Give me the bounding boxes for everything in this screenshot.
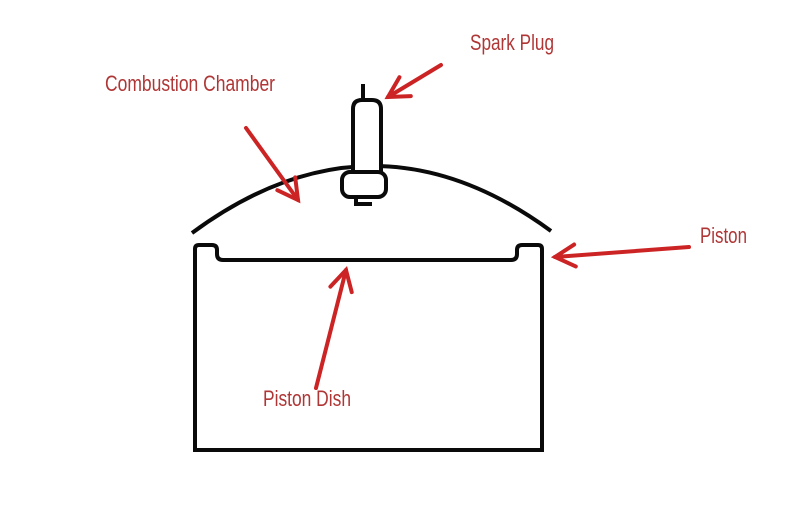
spark-plug-label: Spark Plug bbox=[470, 30, 554, 55]
spark-plug-electrode bbox=[354, 197, 372, 206]
combustion-chamber-arrow bbox=[244, 126, 301, 204]
spark-plug-arrow bbox=[384, 63, 443, 100]
piston-dish-arrow bbox=[314, 265, 354, 390]
spark-plug-hex-body bbox=[340, 170, 388, 199]
piston-arrow bbox=[550, 242, 691, 269]
piston-outline bbox=[193, 243, 544, 452]
piston-dish-label: Piston Dish bbox=[263, 386, 351, 411]
combustion-chamber-label: Combustion Chamber bbox=[105, 71, 275, 96]
spark-plug bbox=[340, 84, 388, 206]
piston-label: Piston bbox=[700, 223, 747, 248]
spark-plug-insulator bbox=[351, 98, 383, 178]
